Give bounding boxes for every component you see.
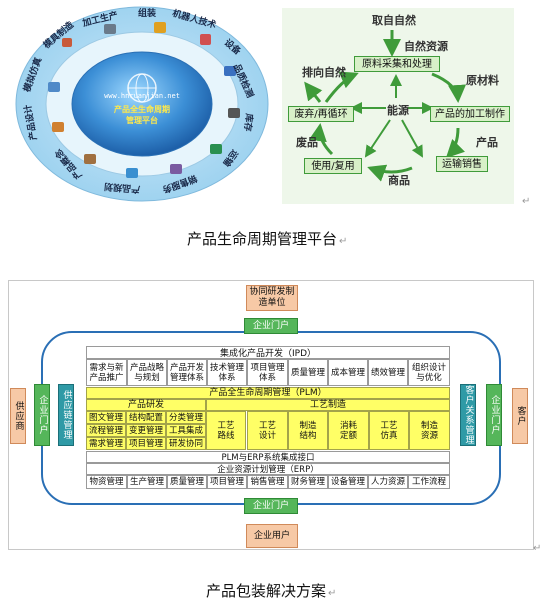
plm-rd-cell: 流程管理 [86, 424, 126, 437]
caption-packaging-solution: 产品包装解决方案↵ [206, 580, 336, 601]
wheel-segment-label: 组装 [138, 9, 157, 19]
erp-block: PLM与ERP系统集成接口 企业资源计划管理（ERP） 物资管理 生产管理 质量… [86, 451, 450, 489]
plm-mfg-cell: 制造资源 [409, 411, 450, 450]
plm-rd-cell: 研发协同 [166, 437, 206, 450]
erp-cell: 项目管理 [207, 475, 247, 489]
ipd-cell: 组织设计与优化 [408, 359, 450, 386]
plm-mfg-cell: 消耗定额 [328, 411, 369, 450]
cycle-label-raw-material: 原材料 [466, 74, 499, 87]
wheel-center-title-2: 管理平台 [126, 116, 158, 125]
plm-block: 产品全生命周期管理（PLM） 产品研发 工艺制造 图文管理 结构配置 分类管理 … [86, 387, 450, 450]
arch-left-portal: 企业门户 [34, 384, 50, 446]
plm-mfg-cell: 工艺路线 [206, 411, 246, 450]
plm-mfg-cell: 制造结构 [288, 411, 328, 450]
cycle-node-transport: 运输销售 [436, 156, 488, 172]
caption-packaging-solution-text: 产品包装解决方案 [206, 582, 327, 600]
erp-cell: 质量管理 [167, 475, 207, 489]
ipd-cell: 技术管理体系 [207, 359, 247, 386]
plm-mfg-cell: 工艺设计 [247, 411, 288, 450]
arch-left-scm: 供应链管理 [58, 384, 74, 446]
erp-cell: 人力资源 [368, 475, 408, 489]
arch-right-crm: 客户关系管理 [460, 384, 476, 446]
plm-rd-cell: 工具集成 [166, 424, 206, 437]
cycle-label-energy: 能源 [387, 104, 409, 117]
arch-left-supplier: 供应商 [10, 388, 26, 444]
erp-cell: 销售管理 [247, 475, 288, 489]
paragraph-mark: ↵ [328, 588, 337, 599]
caption-plm-platform: 产品生命周期管理平台↵ [187, 228, 347, 249]
cycle-node-collect: 原料采集和处理 [354, 56, 440, 72]
architecture-frame [8, 280, 534, 550]
ipd-cell: 质量管理 [288, 359, 328, 386]
wheel-segment-icons [48, 22, 240, 178]
paragraph-mark: ↵ [533, 543, 541, 554]
ipd-title: 集成化产品开发（IPD） [86, 346, 450, 359]
ipd-block: 集成化产品开发（IPD） 需求与新产品推广 产品战略与规划 产品开发管理体系 技… [86, 346, 450, 386]
cycle-label-natural-resources: 自然资源 [404, 40, 448, 53]
cycle-label-waste: 废品 [296, 136, 318, 149]
cycle-label-top-source: 取自自然 [372, 14, 416, 27]
cycle-label-product: 产品 [476, 136, 498, 149]
ipd-cell: 产品开发管理体系 [167, 359, 207, 386]
ipd-cell: 绩效管理 [368, 359, 408, 386]
erp-title: 企业资源计划管理（ERP） [86, 463, 450, 475]
cycle-arrows [304, 30, 467, 182]
plm-title: 产品全生命周期管理（PLM） [86, 387, 450, 399]
plm-mfg-cell: 工艺仿真 [369, 411, 409, 450]
wheel-url: www.hnruanjian.net [104, 92, 180, 100]
plm-wheel-graphic [15, 6, 269, 202]
ipd-cell: 项目管理体系 [247, 359, 288, 386]
arch-top-unit: 协同研发制造单位 [246, 285, 298, 311]
erp-cell: 财务管理 [288, 475, 328, 489]
cycle-node-recycle: 废弃/再循环 [288, 106, 354, 122]
plm-rd-cell: 需求管理 [86, 437, 126, 450]
cycle-label-goods: 商品 [388, 174, 410, 187]
arch-top-portal: 企业门户 [244, 318, 298, 334]
plm-erp-interface: PLM与ERP系统集成接口 [86, 451, 450, 463]
erp-cell: 设备管理 [328, 475, 368, 489]
arch-right-portal: 企业门户 [486, 384, 502, 446]
cycle-label-discharge: 排向自然 [302, 66, 346, 79]
wheel-center-title-1: 产品全生命周期 [114, 105, 170, 114]
plm-rd-cell: 项目管理 [126, 437, 166, 450]
cycle-node-process: 产品的加工制作 [430, 106, 510, 122]
plm-rd-cell: 变更管理 [126, 424, 166, 437]
caption-plm-platform-text: 产品生命周期管理平台 [187, 230, 338, 248]
paragraph-mark: ↵ [522, 196, 531, 207]
cycle-node-use: 使用/复用 [304, 158, 362, 174]
plm-rd-cell: 结构配置 [126, 411, 166, 424]
paragraph-mark: ↵ [339, 236, 348, 247]
ipd-cell: 产品战略与规划 [127, 359, 167, 386]
erp-cell: 工作流程 [408, 475, 450, 489]
plm-rd-cell: 图文管理 [86, 411, 126, 424]
erp-cell: 生产管理 [127, 475, 167, 489]
plm-mfg-title: 工艺制造 [206, 399, 450, 411]
ipd-cell: 成本管理 [328, 359, 368, 386]
plm-rd-cell: 分类管理 [166, 411, 206, 424]
erp-cell: 物资管理 [86, 475, 127, 489]
arch-bottom-user: 企业用户 [246, 524, 298, 548]
plm-rd-title: 产品研发 [86, 399, 206, 411]
arch-right-customer: 客户 [512, 388, 528, 444]
arch-bottom-portal: 企业门户 [244, 498, 298, 514]
ipd-cell: 需求与新产品推广 [86, 359, 127, 386]
